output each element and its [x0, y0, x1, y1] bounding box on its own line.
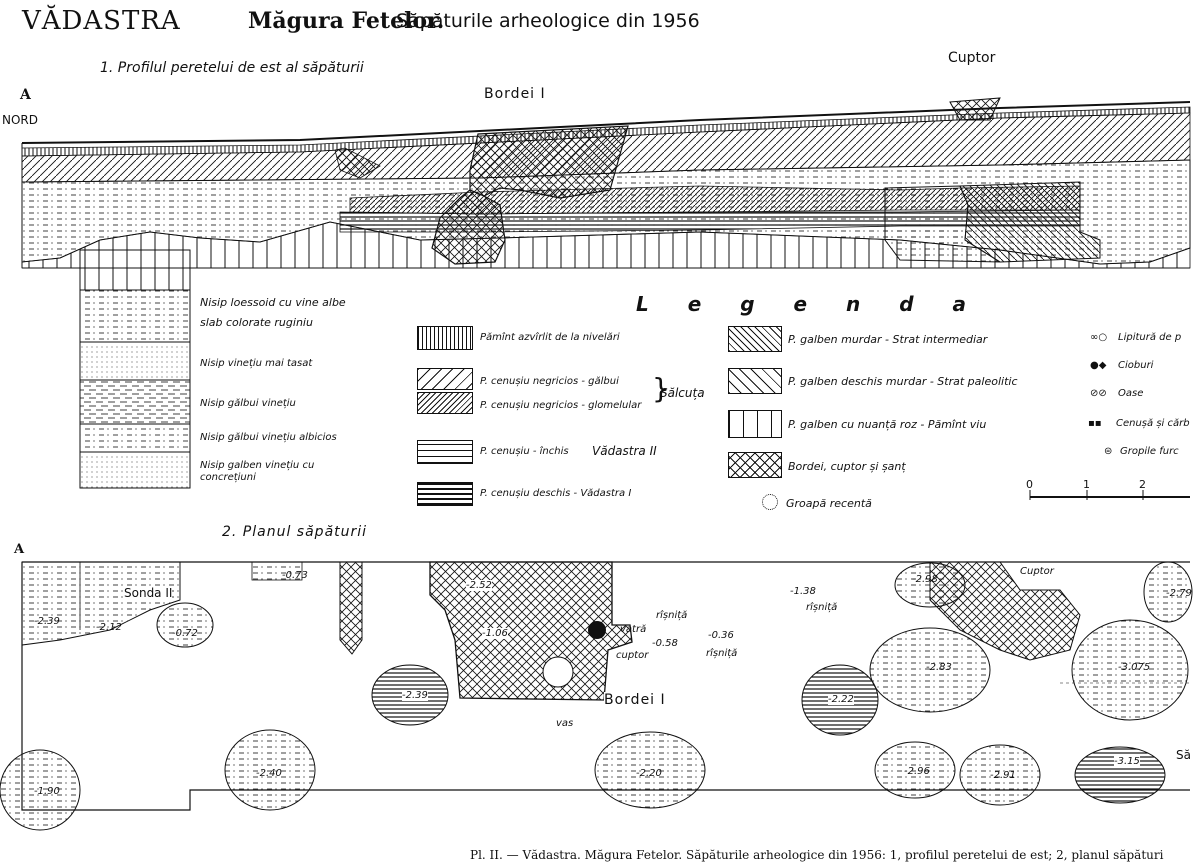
depth-5: -2.52 [466, 580, 492, 591]
vadastra2-label: Vădastra II [592, 444, 657, 458]
symbol-label-5: Gropile furc [1120, 446, 1179, 457]
col-label-6: Nisip galben vinețiu cu [200, 460, 315, 471]
plate-caption: Pl. II. — Vădastra. Măgura Fetelor. Săpă… [470, 848, 1164, 862]
legend-item-7: P. galben deschis murdar - Strat paleoli… [788, 375, 1018, 388]
depth-20: -3.15 [1114, 756, 1140, 767]
depth-3: -0.73 [282, 570, 308, 581]
symbol-cenusa-icon: ▪▪ [1088, 418, 1102, 429]
north-label: NORD [2, 113, 38, 127]
plan-label-cuptor-small: cuptor [616, 650, 649, 661]
legend-item-4: P. cenușiu - închis [480, 446, 569, 457]
depth-18: -2.96 [904, 766, 930, 777]
legend-swatch-9 [728, 452, 782, 478]
salcuta-brace: } [652, 372, 670, 405]
col-label-7: concrețiuni [200, 472, 256, 483]
salcuta-label: Sălcuța [660, 386, 705, 400]
plan-label-risnita-2: rîșniță [706, 648, 738, 659]
depth-15: -2.39 [402, 690, 428, 701]
depth-11: -2.79 [1166, 588, 1192, 599]
legend-item-9: Bordei, cuptor și șanț [788, 460, 906, 473]
depth-1: -2.39 [34, 616, 60, 627]
depth-14: -2.22 [828, 694, 854, 705]
col-label-2: slab colorate ruginiu [200, 316, 313, 329]
plan-label-sa: Să [1176, 748, 1191, 762]
column-profile [79, 249, 191, 489]
col-label-5: Nisip gălbui vinețiu albicios [200, 432, 337, 443]
depth-19: -2.91 [990, 770, 1016, 781]
sonda-label: Sonda II [124, 586, 173, 600]
legend-title: L e g e n d a [636, 292, 983, 316]
depth-17: -2.20 [636, 768, 662, 779]
site-subtitle: Săpăturile arheologice din 1956 [396, 10, 700, 32]
depth-16: -2.40 [256, 768, 282, 779]
legend-swatch-1 [417, 326, 473, 350]
legend-item-2: P. cenușiu negricios - gălbui [480, 376, 619, 387]
plan-label-vatra: vatră [620, 624, 647, 635]
symbol-label-4: Cenușă și cărb [1116, 418, 1190, 429]
plan-label-risnita-3: rîșniță [806, 602, 838, 613]
legend-item-1: Pămînt azvîrlit de la nivelări [480, 332, 620, 343]
legend-swatch-8 [728, 410, 782, 438]
bordei-label: Bordei I [484, 86, 546, 102]
depth-7: -0.58 [652, 638, 678, 649]
symbol-label-3: Oase [1118, 388, 1144, 399]
legend-swatch-10 [762, 494, 778, 510]
profile-section [21, 97, 1191, 269]
depth-13: -3.075 [1118, 662, 1151, 673]
plan-label-risnita-1: rîșniță [656, 610, 688, 621]
legend-item-3: P. cenușiu negricios - glomelular [480, 400, 642, 411]
depth-21: -1.90 [34, 786, 60, 797]
legend-item-5: P. cenușiu deschis - Vădastra I [480, 488, 632, 499]
cuptor-label: Cuptor [948, 50, 996, 66]
depth-10: -2.98 [912, 574, 938, 585]
col-label-3: Nisip vinețiu mai tasat [200, 358, 313, 369]
depth-8: -0.36 [708, 630, 734, 641]
section2-title: 2. Planul săpăturii [222, 524, 368, 540]
scale-2: 2 [1139, 478, 1146, 491]
plan-label-vas: vas [556, 718, 574, 729]
scale-bar [1029, 490, 1190, 500]
legend-item-10: Groapă recentă [786, 497, 872, 510]
site-place: Măgura Fetelor. [248, 8, 445, 34]
symbol-cioburi-icon: ●◆ [1090, 360, 1107, 371]
site-title: VĂDASTRA [22, 6, 181, 36]
symbol-gropile-icon: ⊜ [1104, 446, 1113, 457]
section1-title: 1. Profilul peretelui de est al săpături… [100, 60, 364, 76]
col-label-1: Nisip loessoid cu vine albe [200, 296, 346, 309]
legend-swatch-5 [417, 482, 473, 506]
symbol-label-2: Cioburi [1118, 360, 1154, 371]
legend-swatch-7 [728, 368, 782, 394]
legend-swatch-4 [417, 440, 473, 464]
depth-4: -0.72 [172, 628, 198, 639]
plan-section [0, 561, 1193, 831]
section2-marker: A [14, 542, 25, 557]
plan-bordei-label: Bordei I [604, 692, 666, 708]
legend-item-6: P. galben murdar - Strat intermediar [788, 333, 988, 346]
depth-9: -1.38 [790, 586, 816, 597]
plan-cuptor-label: Cuptor [1020, 566, 1054, 577]
section1-marker: A [20, 87, 31, 103]
depth-6: -1.06 [482, 628, 508, 639]
depth-12: -2.83 [926, 662, 952, 673]
scale-1: 1 [1083, 478, 1090, 491]
legend-swatch-3 [417, 392, 473, 414]
scale-0: 0 [1026, 478, 1033, 491]
symbol-lipitura-icon: ∞○ [1090, 332, 1108, 343]
legend-swatch-2 [417, 368, 473, 390]
symbol-label-1: Lipitură de p [1118, 332, 1182, 343]
symbol-oase-icon: ⊘⊘ [1090, 388, 1107, 399]
depth-2: -2.12 [96, 622, 122, 633]
legend-swatch-6 [728, 326, 782, 352]
legend-item-8: P. galben cu nuanță roz - Pămînt viu [788, 418, 987, 431]
col-label-4: Nisip gălbui vinețiu [200, 398, 296, 409]
